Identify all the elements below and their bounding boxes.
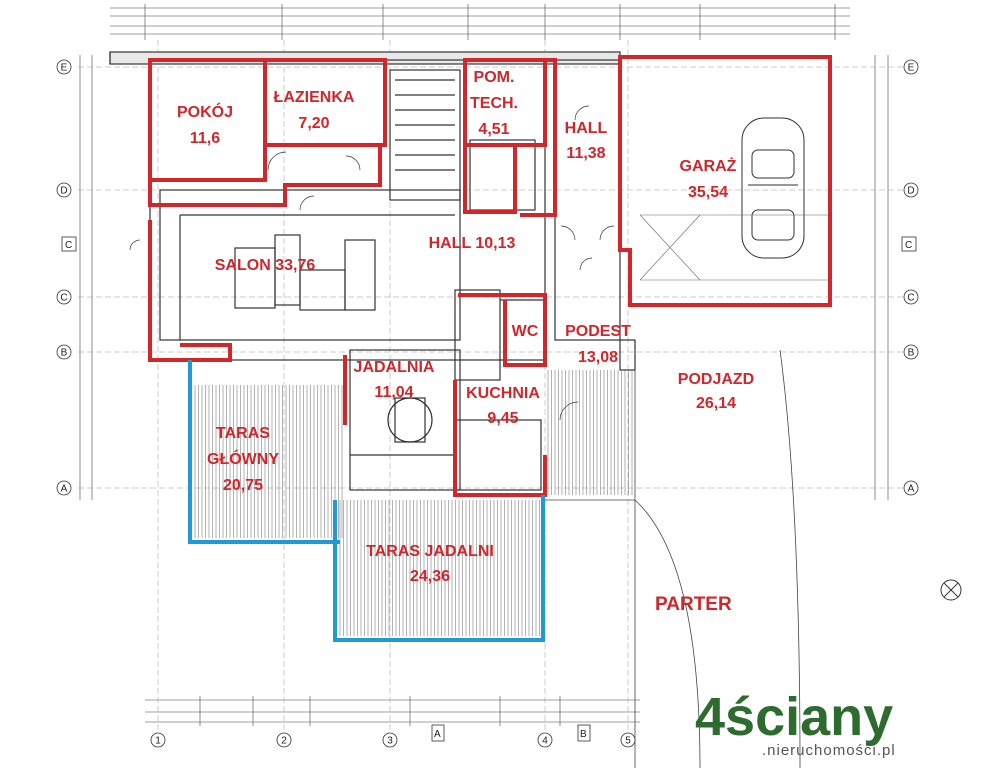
grid-row-bubble [56,59,72,75]
grid-col-bubble [150,732,166,748]
room-label-kuchnia: 9,45 [487,410,518,427]
terrace-outlines [188,360,545,642]
grid-row-bubble [56,289,72,305]
grid-col-bubble [537,732,553,748]
grid-row-label-left: C [60,293,67,304]
top-dimension-lines [110,4,850,40]
room-label-pom-tech: 4,51 [478,121,509,138]
section-mark-left: C [65,240,72,251]
grid-col-label: 4 [542,736,548,747]
grid-col-label: 5 [625,736,631,747]
room-label-taras-glowny: 20,75 [223,477,263,494]
room-label-taras-glowny: TARAS [216,425,270,442]
grid-row-label-left: A [61,484,68,495]
outline-salon [148,220,232,362]
grid-row-label-right: A [908,484,915,495]
logo-wordmark: 4ściany [695,687,893,747]
grid-row-label-left: D [60,186,67,197]
side-dimension-lines [79,55,889,500]
room-label-garaz: 35,54 [688,184,728,201]
driveway-outline [545,349,801,768]
room-label-jadalnia: JADALNIA [354,359,435,376]
terrace-hatching [194,370,633,636]
room-label-podest: PODEST [565,323,631,340]
room-label-podjazd: PODJAZD [678,371,754,388]
outline-taras-jadalni [333,495,545,642]
grid-row-bubble [903,59,919,75]
outline-lazienka [263,58,387,147]
grid-bubbles: E E D D C C B B A A 1 2 3 4 5 [56,59,919,748]
grid-row-bubble [903,289,919,305]
section-mark-b: B [580,729,587,740]
bottom-dimension-lines [145,696,640,726]
grid-row-label-right: E [908,63,915,74]
north-arrow-icon [940,579,962,601]
room-label-podest: 13,08 [578,349,618,366]
room-label-taras-glowny: GŁÓWNY [207,449,279,468]
room-label-taras-jadalni: 24,36 [410,568,450,585]
grid-row-bubble [903,480,919,496]
room-label-lazienka: 7,20 [298,115,329,132]
grid-row-bubble [56,182,72,198]
logo-domain: .nieruchomości.pl [762,742,896,759]
section-marks: C C A B [61,236,917,742]
grid-col-label: 3 [387,736,393,747]
grid-row-bubble [903,344,919,360]
room-outlines [148,55,832,497]
room-label-pom-tech: TECH. [470,95,518,112]
car-icon [741,117,805,259]
garage-details [639,214,830,281]
room-label-hall-1: HALL [565,120,608,137]
outline-taras-glowny [188,360,340,544]
section-mark-a: A [434,729,441,740]
room-label-lazienka: ŁAZIENKA [274,89,355,106]
grid-col-bubble [620,732,636,748]
grid-row-label-left: B [61,348,68,359]
room-label-pokoj: 11,6 [190,130,220,147]
room-label-salon: SALON 33,76 [215,257,316,274]
outline-garage [618,55,832,307]
outline-pom-tech [463,58,547,147]
room-labels: POKÓJ 11,6 ŁAZIENKA 7,20 POM. TECH. 4,51 HALL 11… [177,69,754,585]
outline-bedroom-corridor [148,145,382,207]
grid-col-bubble [276,732,292,748]
floor-label: PARTER [655,594,732,615]
grid-row-bubble [56,480,72,496]
door-swings [129,105,615,421]
room-label-pom-tech: POM. [474,69,515,86]
room-label-hall-2: HALL 10,13 [429,235,516,252]
grid-col-label: 2 [281,736,287,747]
room-label-wc: WC [512,323,539,340]
room-label-pokoj: POKÓJ [177,102,233,121]
section-mark-right: C [905,240,912,251]
room-label-taras-jadalni: TARAS JADALNI [366,543,494,560]
room-label-hall-1: 11,38 [566,145,605,162]
grid-col-bubble [382,732,398,748]
outline-wc-podest [458,293,547,367]
outline-kitchen-bottom [453,380,547,497]
room-label-kuchnia: KUCHNIA [466,385,540,402]
grid-row-label-right: D [907,186,914,197]
outline-garderoba [463,145,517,214]
room-label-podjazd: 26,14 [696,395,736,412]
grid-row-bubble [903,182,919,198]
grid-col-label: 1 [155,736,161,747]
grid-row-label-left: E [61,63,68,74]
room-label-garaz: GARAŻ [680,157,737,175]
grid-row-bubble [56,344,72,360]
room-label-jadalnia: 11,04 [374,384,413,401]
grid-row-label-right: B [908,348,915,359]
outline-hall-1 [520,58,557,217]
outline-pokoj [148,58,267,182]
brand-logo: 4ściany .nieruchomości.pl [695,687,896,759]
grid-row-label-right: C [907,293,914,304]
